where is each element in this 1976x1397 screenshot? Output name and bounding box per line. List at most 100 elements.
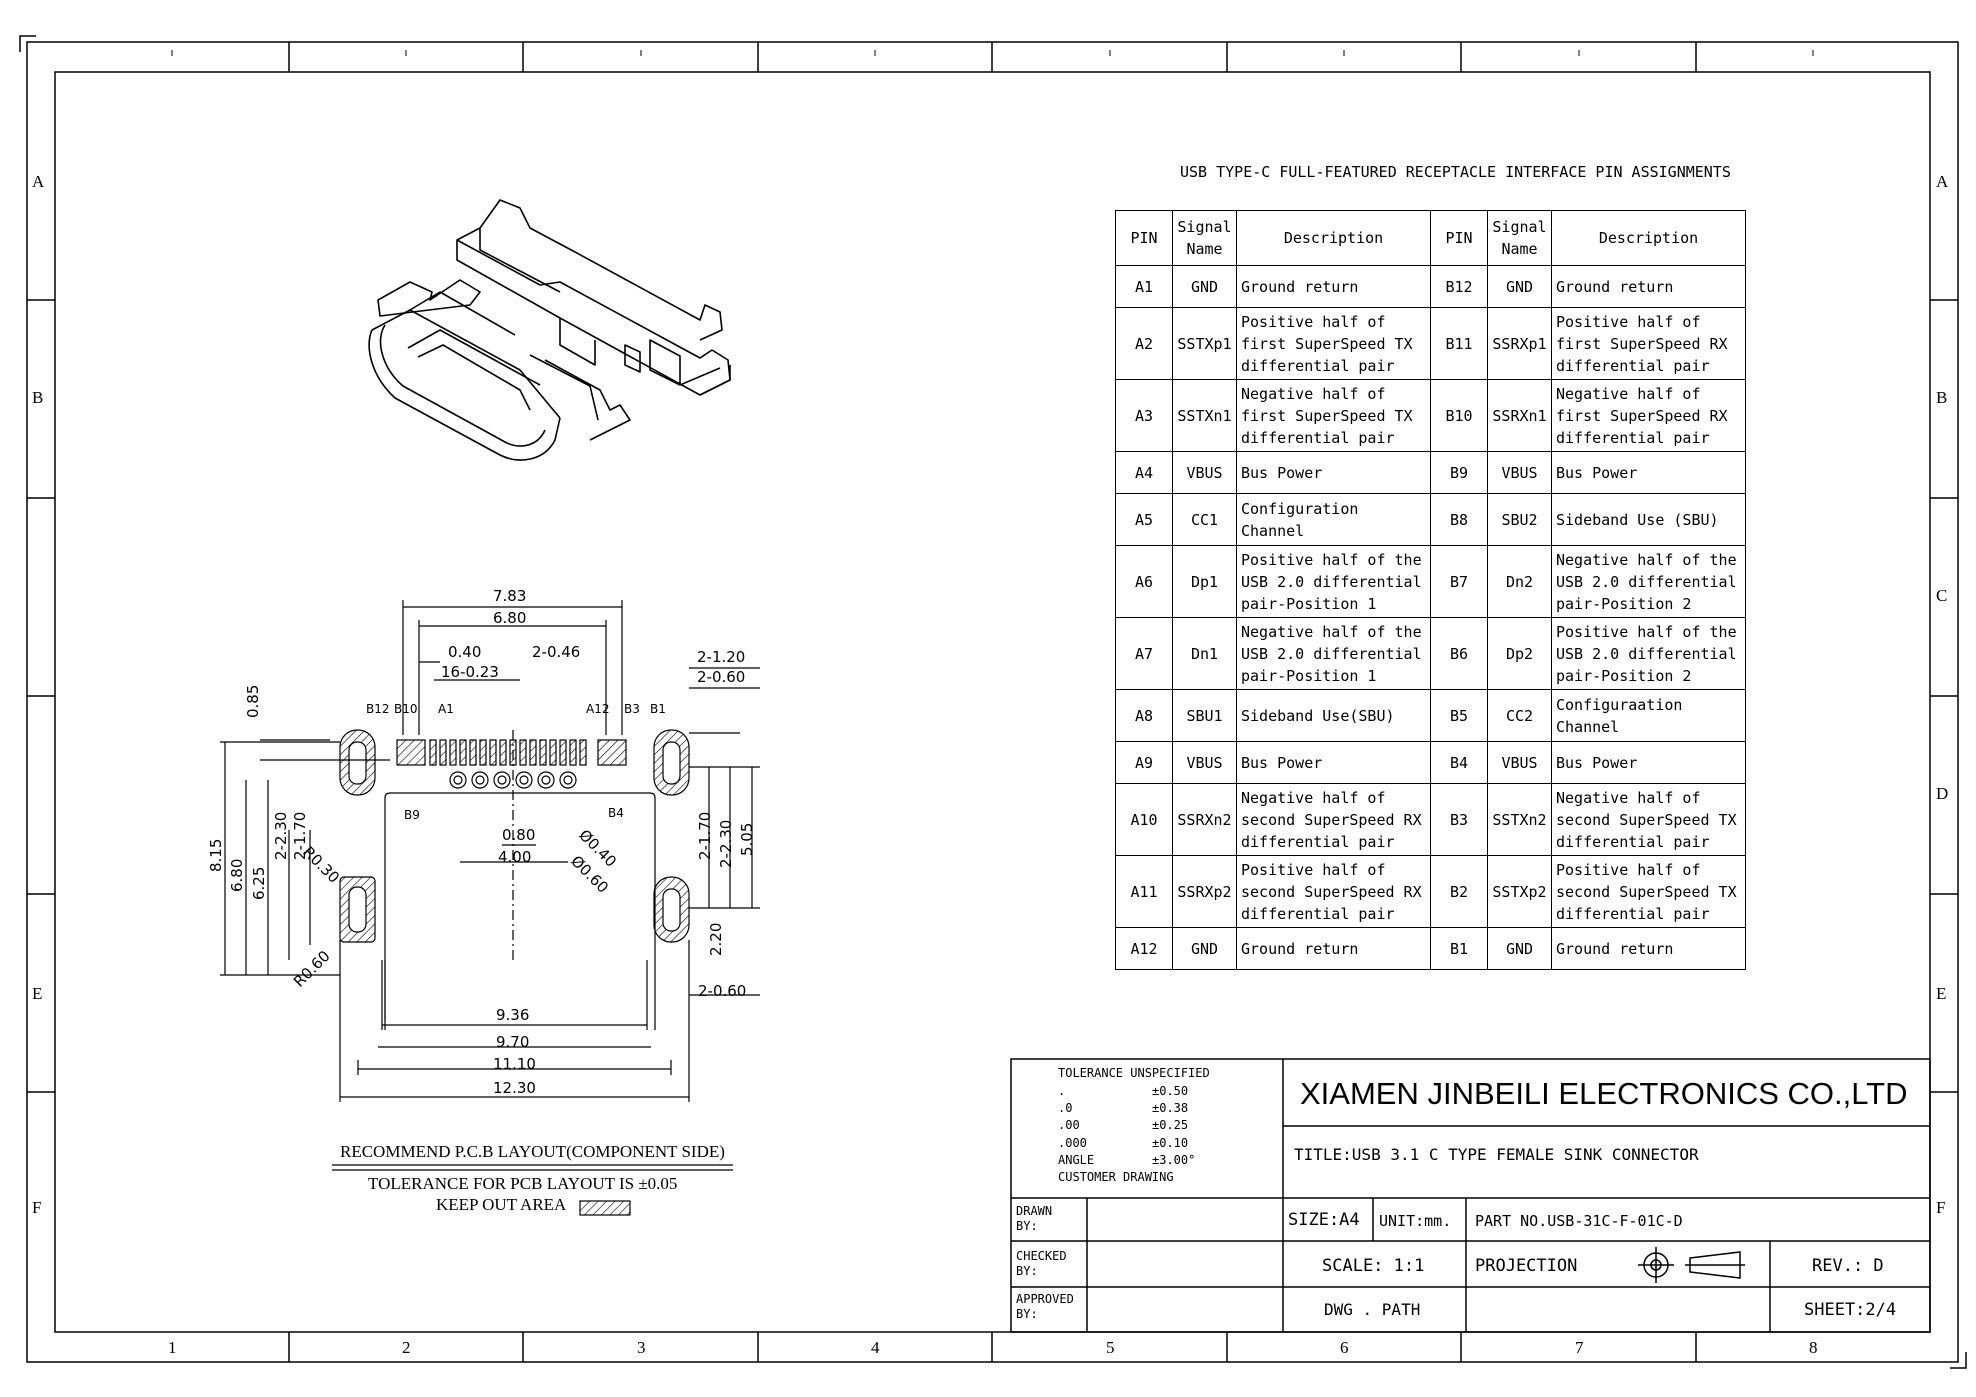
signal-cell: SBU1 [1172,689,1237,742]
description-cell: Negative half of the USB 2.0 differentia… [1551,545,1746,618]
dim-label: 2-0.60 [697,668,746,686]
description-cell: Configuration Channel [1236,493,1431,546]
column-label-8: 8 [1809,1338,1818,1357]
description-cell: Configuraation Channel [1551,689,1746,742]
header-pin: PIN [1115,210,1173,266]
pin-cell: A1 [1115,265,1173,308]
column-label-5: 5 [1106,1338,1115,1357]
row-label-c-right: C [1936,586,1948,605]
pin-cell: A9 [1115,741,1173,784]
row-label-a-right: A [1936,172,1949,191]
dim-label: 2-1.20 [697,648,746,666]
checked-by-label: CHECKED BY: [1016,1249,1067,1278]
tolerance-key: .000 [1058,1136,1087,1150]
dim-label: 9.70 [496,1033,530,1051]
dwg-path: DWG . PATH [1324,1300,1421,1319]
signal-cell: SBU2 [1487,493,1552,546]
row-label-f-right: F [1936,1198,1946,1217]
sheet-number: SHEET:2/4 [1804,1300,1897,1320]
row-label-e-left: E [32,984,43,1003]
pin-cell: B1 [1430,927,1488,970]
dim-label: 7.83 [493,587,527,605]
tolerance-value: ±0.10 [1152,1136,1189,1150]
signal-cell: GND [1172,927,1237,970]
dim-label: 2-0.46 [532,643,581,661]
table-row: A12 GND Ground return B1 GND Ground retu… [1115,927,1746,970]
tolerance-heading: TOLERANCE UNSPECIFIED [1058,1066,1210,1080]
dim-label: 2.20 [707,922,725,956]
table-row: A6 Dp1 Positive half of the USB 2.0 diff… [1115,545,1746,618]
tolerance-key: .00 [1058,1118,1080,1132]
table-row: A2 SSTXp1 Positive half of first SuperSp… [1115,307,1746,380]
description-cell: Ground return [1551,927,1746,970]
description-cell: Sideband Use(SBU) [1236,689,1431,742]
description-cell: Ground return [1236,265,1431,308]
drawn-by-label: DRAWN BY: [1016,1204,1053,1233]
dim-label: 11.10 [493,1055,536,1073]
signal-cell: SSTXp1 [1172,307,1237,380]
description-cell: Positive half of the USB 2.0 differentia… [1551,617,1746,690]
signal-cell: VBUS [1487,741,1552,784]
pin-cell: A8 [1115,689,1173,742]
tolerance-value: ±0.25 [1152,1118,1189,1132]
description-cell: Sideband Use (SBU) [1551,493,1746,546]
keepout-label: KEEP OUT AREA [436,1195,567,1214]
column-label-4: 4 [871,1338,880,1357]
dim-label: 0.85 [244,684,262,718]
description-cell: Negative half of second SuperSpeed RX di… [1236,783,1431,856]
pin-table-title: USB TYPE-C FULL-FEATURED RECEPTACLE INTE… [1180,163,1731,181]
description-cell: Bus Power [1551,451,1746,494]
description-cell: Positive half of second SuperSpeed RX di… [1236,855,1431,928]
table-row: A1 GND Ground return B12 GND Ground retu… [1115,265,1746,308]
pin-cell: B2 [1430,855,1488,928]
pin-label: B9 [404,808,420,822]
pin-label: A12 [586,702,610,716]
description-cell: Positive half of first SuperSpeed RX dif… [1551,307,1746,380]
signal-cell: SSRXp1 [1487,307,1552,380]
table-row: A11 SSRXp2 Positive half of second Super… [1115,855,1746,928]
description-cell: Positive half of second SuperSpeed TX di… [1551,855,1746,928]
column-label-2: 2 [402,1338,411,1357]
header-signal-name: Signal Name [1487,210,1552,266]
pin-label: B1 [650,702,666,716]
pin-cell: A11 [1115,855,1173,928]
pin-cell: A12 [1115,927,1173,970]
signal-cell: CC1 [1172,493,1237,546]
signal-cell: VBUS [1172,451,1237,494]
pcb-layout-view [220,600,760,1216]
table-header-row: PIN Signal Name Description PIN Signal N… [1115,210,1746,266]
dim-label: 0.80 [502,826,536,844]
revision: REV.: D [1812,1256,1884,1276]
company-name: XIAMEN JINBEILI ELECTRONICS CO.,LTD [1300,1076,1908,1111]
signal-cell: GND [1487,927,1552,970]
title-block-lines [1010,1058,1931,1333]
row-label-a-left: A [32,172,45,191]
pin-cell: A5 [1115,493,1173,546]
pin-label: A1 [438,702,454,716]
description-cell: Ground return [1236,927,1431,970]
table-row: A9 VBUS Bus Power B4 VBUS Bus Power [1115,741,1746,784]
signal-cell: Dn2 [1487,545,1552,618]
part-number: PART NO.USB-31C-F-01C-D [1475,1212,1683,1230]
table-row: A10 SSRXn2 Negative half of second Super… [1115,783,1746,856]
approved-by-label: APPROVED BY: [1016,1292,1074,1321]
pcb-tolerance-note: TOLERANCE FOR PCB LAYOUT IS ±0.05 [368,1174,678,1193]
tolerance-key: ANGLE [1058,1153,1095,1167]
description-cell: Negative half of first SuperSpeed RX dif… [1551,379,1746,452]
description-cell: Positive half of first SuperSpeed TX dif… [1236,307,1431,380]
dim-label: 2-0.60 [698,982,747,1000]
tolerance-value: ±3.00° [1152,1153,1196,1167]
dim-label: 12.30 [493,1079,536,1097]
pin-cell: B4 [1430,741,1488,784]
signal-cell: SSTXn2 [1487,783,1552,856]
pcb-caption: RECOMMEND P.C.B LAYOUT(COMPONENT SIDE) [340,1142,725,1161]
row-label-e-right: E [1936,984,1947,1003]
description-cell: Negative half of first SuperSpeed TX dif… [1236,379,1431,452]
projection-label: PROJECTION [1475,1256,1578,1276]
pin-cell: B10 [1430,379,1488,452]
signal-cell: SSTXn1 [1172,379,1237,452]
signal-cell: SSRXn2 [1172,783,1237,856]
table-row: A4 VBUS Bus Power B9 VBUS Bus Power [1115,451,1746,494]
signal-cell: CC2 [1487,689,1552,742]
scale: SCALE: 1:1 [1322,1256,1425,1276]
